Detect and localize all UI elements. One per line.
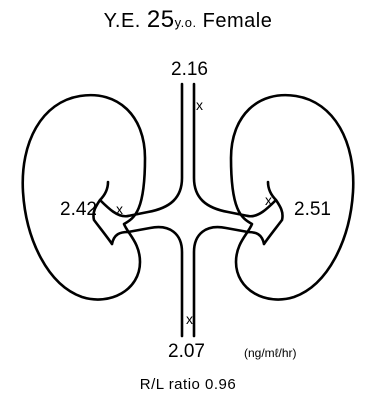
sample-marker-ivc-below: x <box>186 312 193 326</box>
ivc-above-value: 2.16 <box>171 60 208 79</box>
ivc-below-value: 2.07 <box>168 342 205 361</box>
units-label: (ng/mℓ/hr) <box>244 347 297 359</box>
left-renal-vein-value: 2.51 <box>294 200 331 219</box>
ratio-label: R/L ratio <box>140 376 201 393</box>
ratio-line: R/L ratio 0.96 <box>0 377 376 392</box>
right-kidney-outline <box>23 95 145 299</box>
sample-marker-right-vein: x <box>116 202 123 216</box>
right-renal-vein-value: 2.42 <box>60 200 97 219</box>
left-kidney-outline <box>231 95 353 299</box>
sample-marker-left-vein: x <box>265 193 272 207</box>
sample-marker-ivc-above: x <box>196 98 203 112</box>
ratio-value: 0.96 <box>205 376 236 393</box>
